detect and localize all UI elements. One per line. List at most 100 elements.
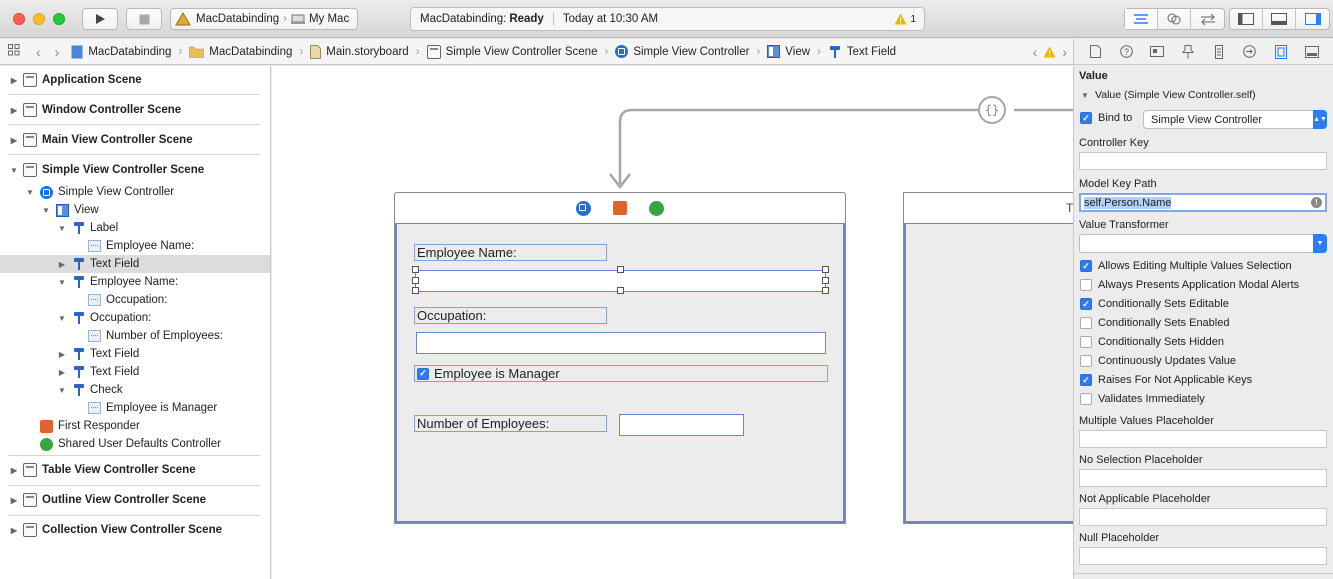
disclosure-right-icon[interactable]: ▶ [10,75,18,85]
manager-checkbox[interactable]: ✓ Employee is Manager [414,365,828,382]
checkbox-checked-icon[interactable]: ✓ [1080,298,1092,310]
tree-item-label[interactable]: ▼ Employee Name: [0,273,270,291]
crumb-scene[interactable]: Simple View Controller Scene [426,44,597,59]
checkbox-unchecked-icon[interactable] [1080,317,1092,329]
tree-item-label[interactable]: ▼ Label [0,219,270,237]
scene-outline-view-controller[interactable]: ▶ Outline View Controller Scene [0,486,270,514]
disclosure-down-icon[interactable]: ▼ [58,313,66,323]
crumb-view[interactable]: View [767,45,810,58]
option-checkbox[interactable]: Validates Immediately [1080,393,1205,405]
run-button[interactable] [82,8,118,30]
disclosure-down-icon[interactable]: ▼ [58,385,66,395]
issue-back-icon[interactable]: ‹ [1032,43,1038,60]
option-checkbox[interactable]: Conditionally Sets Enabled [1080,317,1229,329]
forward-icon[interactable]: › [54,43,60,60]
issue-forward-icon[interactable]: › [1062,43,1067,60]
disclosure-right-icon[interactable]: ▶ [58,349,66,359]
related-items-icon[interactable] [8,44,20,59]
checkbox-checked-icon[interactable]: ✓ [1080,112,1092,124]
binding-segue-icon[interactable]: {} [978,96,1006,124]
checkbox-unchecked-icon[interactable] [1080,355,1092,367]
warning-indicator[interactable]: 1 [894,13,916,25]
zoom-window-button[interactable] [53,13,65,25]
scene-simple-view-controller[interactable]: ▼ Simple View Controller Scene [0,156,270,184]
second-view-controller-frame[interactable]: T [903,192,1073,524]
bind-to-popup[interactable]: Simple View Controller ▲▼ [1143,110,1327,129]
connections-inspector-icon[interactable] [1242,44,1258,60]
resize-handle[interactable] [412,277,419,284]
crumb-folder[interactable]: MacDatabinding [189,46,292,58]
tree-item-label[interactable]: ▼ Occupation: [0,309,270,327]
close-window-button[interactable] [13,13,25,25]
checkbox-checked-icon[interactable]: ✓ [1080,260,1092,272]
quick-help-icon[interactable]: ? [1118,44,1134,60]
no-selection-placeholder-field[interactable] [1079,469,1327,487]
disclosure-down-icon[interactable]: ▼ [58,277,66,287]
scene-main-view-controller[interactable]: ▶ Main View Controller Scene [0,126,270,154]
toggle-debug-area-button[interactable] [1263,9,1296,29]
disclosure-down-icon[interactable]: ▼ [42,205,50,215]
scene-window-controller[interactable]: ▶ Window Controller Scene [0,96,270,124]
tree-item-text-field[interactable]: ▶ Text Field [0,345,270,363]
bind-to-checkbox[interactable]: ✓ Bind to [1080,112,1132,124]
second-view[interactable] [904,223,1073,523]
disclosure-right-icon[interactable]: ▶ [10,465,18,475]
assistant-editor-button[interactable] [1158,9,1191,29]
stop-button[interactable] [126,8,162,30]
resize-handle[interactable] [412,266,419,273]
resize-handle[interactable] [617,287,624,294]
tree-item-view[interactable]: ▼ View [0,201,270,219]
back-icon[interactable]: ‹ [36,43,41,60]
option-checkbox[interactable]: ✓ Conditionally Sets Editable [1080,298,1229,310]
disclosure-right-icon[interactable]: ▶ [58,367,66,377]
user-defaults-icon[interactable] [649,200,664,216]
scheme-selector[interactable]: MacDatabinding › My Mac [170,8,358,30]
option-checkbox[interactable]: Conditionally Sets Hidden [1080,336,1224,348]
tree-item-first-responder[interactable]: First Responder [0,417,270,435]
multiple-values-placeholder-field[interactable] [1079,430,1327,448]
storyboard-canvas[interactable]: {} Employee Name: Occupation: ✓ Employee… [272,66,1073,579]
tree-item-simple-view-controller[interactable]: ▼ Simple View Controller [0,183,270,201]
view-effects-icon[interactable] [1304,44,1320,60]
bindings-inspector-icon[interactable] [1273,44,1289,60]
null-placeholder-field[interactable] [1079,547,1327,565]
toggle-navigator-button[interactable] [1230,9,1263,29]
disclosure-right-icon[interactable]: ▶ [10,135,18,145]
warning-icon[interactable] [1043,46,1056,58]
disclosure-right-icon[interactable]: ▶ [10,105,18,115]
file-inspector-icon[interactable] [1087,44,1103,60]
disclosure-right-icon[interactable]: ▶ [58,259,66,269]
chevron-down-icon[interactable]: ▼ [1313,234,1327,253]
num-employees-text-field[interactable] [619,414,744,436]
not-applicable-placeholder-field[interactable] [1079,508,1327,526]
version-editor-button[interactable] [1191,9,1224,29]
option-checkbox[interactable]: ✓ Raises For Not Applicable Keys [1080,374,1252,386]
model-key-path-field[interactable]: self.Person.Name ! [1079,193,1327,212]
resize-handle[interactable] [822,266,829,273]
checkbox-checked-icon[interactable]: ✓ [1080,374,1092,386]
value-transformer-combo[interactable]: ▼ [1079,234,1327,253]
crumb-storyboard[interactable]: Main.storyboard [310,44,409,59]
scene-table-view-controller[interactable]: ▶ Table View Controller Scene [0,456,270,484]
tree-item-text-field-selected[interactable]: ▶ Text Field [0,255,270,273]
attributes-inspector-icon[interactable] [1180,44,1196,60]
disclosure-down-icon[interactable]: ▼ [1081,90,1089,100]
size-inspector-icon[interactable] [1211,44,1227,60]
crumb-project[interactable]: MacDatabinding [71,45,171,59]
scene-collection-view-controller[interactable]: ▶ Collection View Controller Scene [0,516,270,544]
disclosure-right-icon[interactable]: ▶ [10,525,18,535]
resize-handle[interactable] [822,287,829,294]
tree-item-user-defaults[interactable]: Shared User Defaults Controller [0,435,270,453]
crumb-view-controller[interactable]: Simple View Controller [615,45,749,58]
view[interactable]: Employee Name: Occupation: ✓ Employee is… [395,223,845,523]
option-checkbox[interactable]: Continuously Updates Value [1080,355,1236,367]
binding-header[interactable]: ▼ Value (Simple View Controller.self) [1079,89,1256,101]
tree-item-cell[interactable]: Occupation: [0,291,270,309]
view-controller-icon[interactable] [576,200,591,216]
controller-key-combo[interactable] [1079,152,1327,170]
identity-inspector-icon[interactable] [1149,44,1165,60]
tree-item-check[interactable]: ▼ Check [0,381,270,399]
disclosure-down-icon[interactable]: ▼ [58,223,66,233]
resize-handle[interactable] [412,287,419,294]
standard-editor-button[interactable] [1125,9,1158,29]
